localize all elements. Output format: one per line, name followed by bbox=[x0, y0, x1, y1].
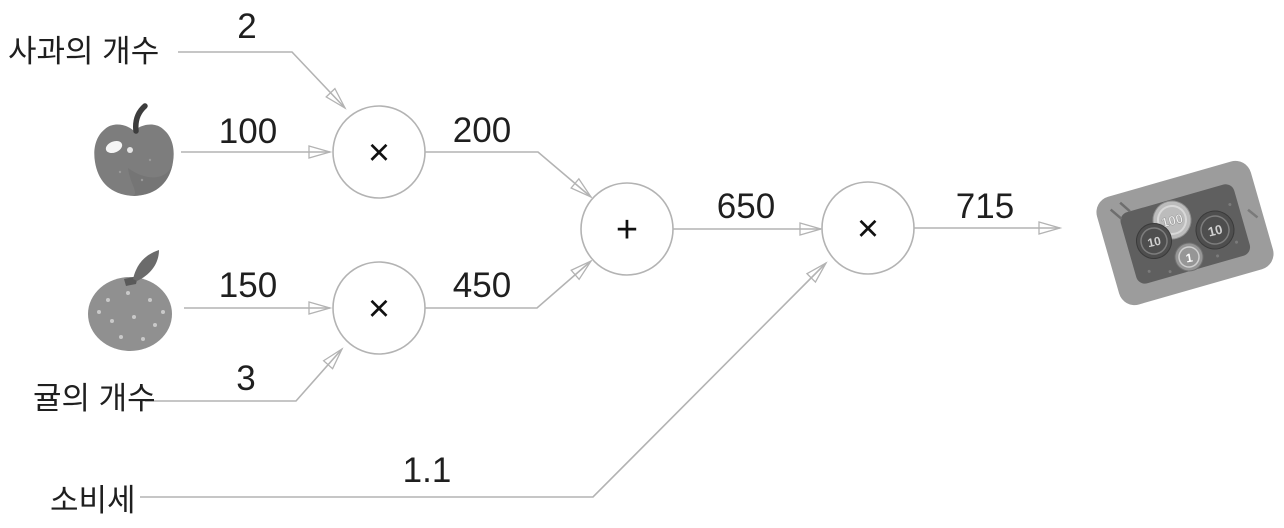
multiply-tangerine-operator: × bbox=[368, 288, 390, 330]
tangerine-icon bbox=[88, 250, 172, 351]
edge-tax-rate bbox=[140, 261, 828, 498]
edge-tangerine-subtotal bbox=[425, 259, 593, 309]
apple-count-value: 2 bbox=[237, 7, 256, 46]
coin-100: 100 bbox=[1152, 200, 1192, 240]
coin-10-left-label: 10 bbox=[1146, 234, 1162, 251]
coin-1-label: 1 bbox=[1185, 250, 1194, 265]
coin-1: 1 bbox=[1174, 242, 1204, 272]
nodes: × × + × bbox=[332, 105, 915, 355]
apple-icon bbox=[94, 103, 174, 196]
multiply-tax-node bbox=[821, 181, 915, 275]
tax-rate-value: 1.1 bbox=[403, 451, 452, 490]
tangerine-price-value: 150 bbox=[219, 266, 277, 305]
edge-apple-count bbox=[178, 51, 347, 110]
edge-apple-subtotal bbox=[425, 151, 593, 199]
tangerine-count-value: 3 bbox=[236, 359, 255, 398]
coin-100-label: 100 bbox=[1160, 211, 1185, 231]
coin-10-right: 10 bbox=[1195, 210, 1235, 250]
multiply-tax-operator: × bbox=[857, 208, 879, 250]
add-operator: + bbox=[616, 209, 638, 251]
tangerine-count-label: 귤의 개수 bbox=[33, 381, 156, 416]
multiply-apple-node bbox=[332, 105, 426, 199]
multiply-apple-operator: × bbox=[368, 132, 390, 174]
total-value: 715 bbox=[956, 187, 1014, 226]
apple-price-value: 100 bbox=[219, 112, 277, 151]
add-node bbox=[580, 182, 674, 276]
apple-count-label: 사과의 개수 bbox=[8, 34, 159, 69]
tax-label: 소비세 bbox=[50, 483, 136, 518]
multiply-tangerine-node bbox=[332, 261, 426, 355]
edge-tangerine-count bbox=[145, 347, 344, 402]
tangerine-subtotal-value: 450 bbox=[453, 266, 511, 305]
money-icon: 100 10 10 1 bbox=[1096, 160, 1274, 306]
coin-10-left: 10 bbox=[1136, 223, 1172, 259]
edges bbox=[140, 51, 1063, 498]
coin-10-right-label: 10 bbox=[1206, 221, 1224, 239]
subtotal-value: 650 bbox=[717, 187, 775, 226]
apple-subtotal-value: 200 bbox=[453, 111, 511, 150]
